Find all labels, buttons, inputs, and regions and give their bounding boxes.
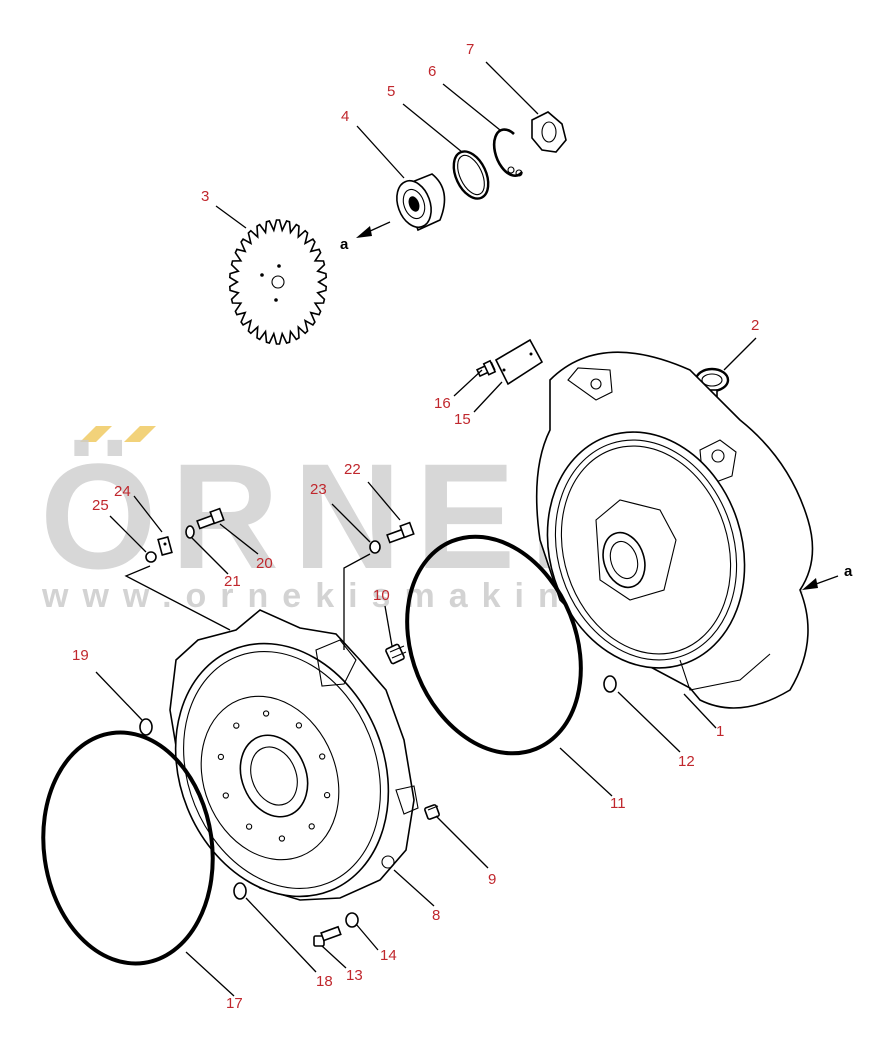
callout-9: 9 <box>488 871 496 888</box>
housing-inner-bore-hole <box>609 540 639 580</box>
part-23-washer <box>369 540 381 554</box>
part-3-sprocket <box>228 219 328 345</box>
sprocket-pin-hole <box>277 264 281 268</box>
front-cover-bolt-hole <box>262 710 270 717</box>
callout-1: 1 <box>716 723 724 740</box>
front-cover-bolt-hole <box>217 753 225 761</box>
callout-18: 18 <box>316 973 333 990</box>
callout-3: 3 <box>201 188 209 205</box>
part-13-bolt <box>313 925 342 947</box>
front-cover-flange-inner <box>183 650 381 890</box>
part-8-front-cover <box>169 609 419 901</box>
part-6-snap-ring-eye <box>507 166 515 174</box>
part-16-bolt <box>475 359 497 378</box>
front-cover-hub-ring <box>200 695 340 861</box>
housing-inner-web <box>595 499 677 601</box>
bearing-bore <box>408 196 420 212</box>
housing-flange-inner <box>554 439 738 661</box>
part-12-small-o-ring <box>603 675 617 693</box>
callout-23: 23 <box>310 481 327 498</box>
part-9-plug <box>424 804 440 820</box>
part-19-small-o-ring <box>139 718 153 736</box>
direction-arrow-a-right: a <box>802 563 853 590</box>
watermark-accent-left <box>80 426 112 442</box>
callout-8: 8 <box>432 907 440 924</box>
callout-22: 22 <box>344 461 361 478</box>
part-6-snap-ring <box>492 128 524 177</box>
callout-labels: 1234567891011121314151617181920212223242… <box>72 41 759 1012</box>
callout-15: 15 <box>454 411 471 428</box>
callout-5: 5 <box>387 83 395 100</box>
front-cover-bolt-holes <box>217 710 331 842</box>
callout-4: 4 <box>341 108 349 125</box>
part-21-washer <box>185 525 195 539</box>
part-20-bolt <box>196 507 225 530</box>
housing-base-foot <box>679 653 771 691</box>
front-cover-top-boss <box>315 639 357 687</box>
part-11-large-o-ring <box>405 534 583 756</box>
housing-top-lug <box>567 367 613 401</box>
callout-13: 13 <box>346 967 363 984</box>
callout-25: 25 <box>92 497 109 514</box>
leader-lines <box>95 61 757 997</box>
callout-10: 10 <box>373 587 390 604</box>
part-25-nut <box>145 551 157 563</box>
callout-14: 14 <box>380 947 397 964</box>
housing-flange <box>546 431 746 669</box>
callout-6: 6 <box>428 63 436 80</box>
direction-label-a: a <box>844 563 853 580</box>
front-cover-bolt-hole <box>245 823 253 830</box>
callout-12: 12 <box>678 753 695 770</box>
callout-7: 7 <box>466 41 474 58</box>
housing-inner-bore <box>602 531 646 589</box>
front-cover-bolt-hole <box>278 835 286 842</box>
part-4-bearing <box>396 173 446 232</box>
sprocket-hub-hole <box>271 275 285 289</box>
direction-arrow-a-top: a <box>340 221 391 253</box>
front-cover-bolt-hole <box>295 722 303 729</box>
sprocket-outline <box>228 219 328 345</box>
callout-21: 21 <box>224 573 241 590</box>
front-cover-bore <box>250 746 298 806</box>
part-5-ring-inner <box>457 154 485 196</box>
part-22-bolt <box>386 521 415 544</box>
callout-2: 2 <box>751 317 759 334</box>
front-cover-bolt-hole <box>323 791 331 799</box>
part-1-housing <box>535 351 814 709</box>
callout-20: 20 <box>256 555 273 572</box>
lock-washer-hole <box>541 121 557 143</box>
part-24-bracket <box>157 535 173 557</box>
front-cover-bolt-hole <box>308 823 315 830</box>
front-cover-side-boss <box>395 785 419 815</box>
part-17-large-o-ring <box>41 730 215 966</box>
sprocket-pin-hole <box>260 273 264 277</box>
part-10-plug <box>385 643 407 665</box>
part-18-small-o-ring <box>233 882 247 900</box>
sprocket-pin-hole <box>274 298 278 302</box>
lock-washer-body <box>531 111 567 153</box>
housing-lug-hole <box>590 378 602 390</box>
part-15-cover-plate <box>494 338 544 386</box>
part-7-lock-washer <box>531 111 567 153</box>
callout-19: 19 <box>72 647 89 664</box>
part-6-snap-ring-eye <box>515 169 523 177</box>
front-cover-hub <box>239 734 309 818</box>
direction-label-a: a <box>340 236 349 253</box>
part-14-washer <box>345 912 359 928</box>
housing-side-lug-hole <box>711 449 725 463</box>
front-cover-bolt-hole <box>222 792 229 799</box>
callout-16: 16 <box>434 395 451 412</box>
callout-24: 24 <box>114 483 131 500</box>
part-5-ring <box>452 150 490 200</box>
front-cover-bolt-hole <box>319 753 326 760</box>
bearing-inner-race <box>402 188 426 220</box>
front-cover-bottom-lug <box>381 855 395 869</box>
callout-17: 17 <box>226 995 243 1012</box>
housing-flange-groove <box>560 445 732 655</box>
front-cover-bolt-hole <box>233 722 240 729</box>
callout-11: 11 <box>610 795 626 812</box>
watermark-accent-right <box>124 426 156 442</box>
